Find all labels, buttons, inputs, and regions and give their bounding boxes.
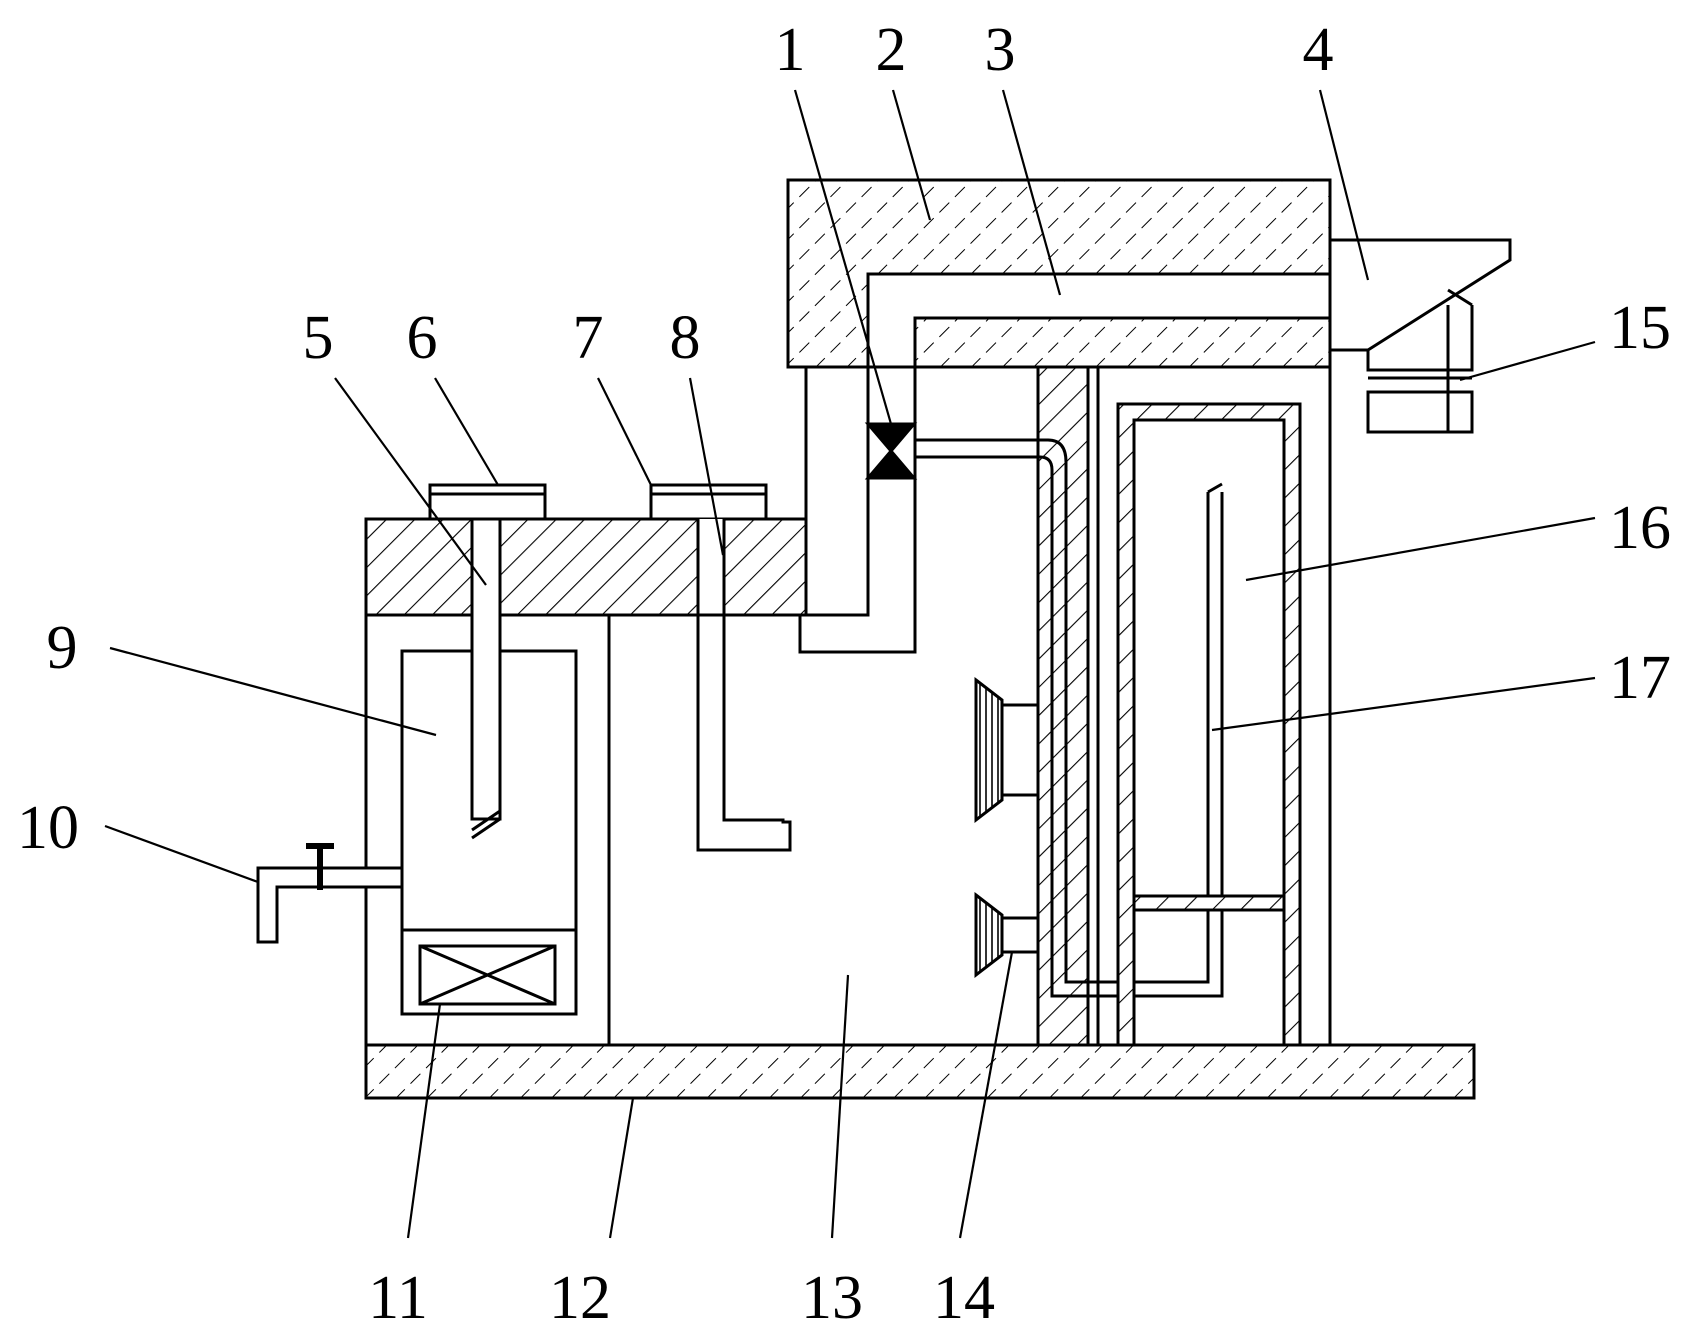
pipe-8 (696, 519, 792, 852)
callout-13: 13 (801, 1264, 863, 1332)
hatched-panel (1036, 365, 1090, 1047)
bracket-15 (1366, 390, 1474, 434)
nozzle-lower (974, 891, 1040, 979)
feed-pipe (915, 438, 1210, 984)
riser-pipe (798, 365, 917, 654)
cap-6 (428, 483, 547, 521)
callout-15: 15 (1609, 294, 1671, 362)
callout-6: 6 (407, 304, 438, 372)
cavity-16-shell (1116, 402, 1302, 1047)
leader-lines (104, 89, 1596, 1239)
callout-1: 1 (775, 16, 806, 84)
pipe-5 (470, 517, 502, 821)
nozzle-upper (974, 676, 1040, 824)
callout-2: 2 (876, 16, 907, 84)
callout-5: 5 (303, 304, 334, 372)
cap-7 (649, 483, 768, 521)
callout-7: 7 (573, 304, 604, 372)
callout-4: 4 (1303, 16, 1334, 84)
outlet-4 (1328, 238, 1512, 352)
callout-11: 11 (368, 1264, 428, 1332)
base-plate (364, 1043, 1476, 1100)
callout-17: 17 (1609, 644, 1671, 712)
cavity-shelf (1132, 894, 1286, 912)
callout-10: 10 (17, 794, 79, 862)
callout-9: 9 (47, 614, 78, 682)
valve-1 (864, 422, 918, 454)
callout-8: 8 (670, 304, 701, 372)
tank-lid (364, 517, 808, 617)
callout-3: 3 (985, 16, 1016, 84)
tap-10 (256, 866, 404, 944)
callout-16: 16 (1609, 494, 1671, 562)
callout-14: 14 (933, 1264, 995, 1332)
callout-12: 12 (549, 1264, 611, 1332)
callouts: 1 2 3 4 5 6 7 8 9 10 11 12 13 14 15 16 1… (17, 16, 1671, 1332)
